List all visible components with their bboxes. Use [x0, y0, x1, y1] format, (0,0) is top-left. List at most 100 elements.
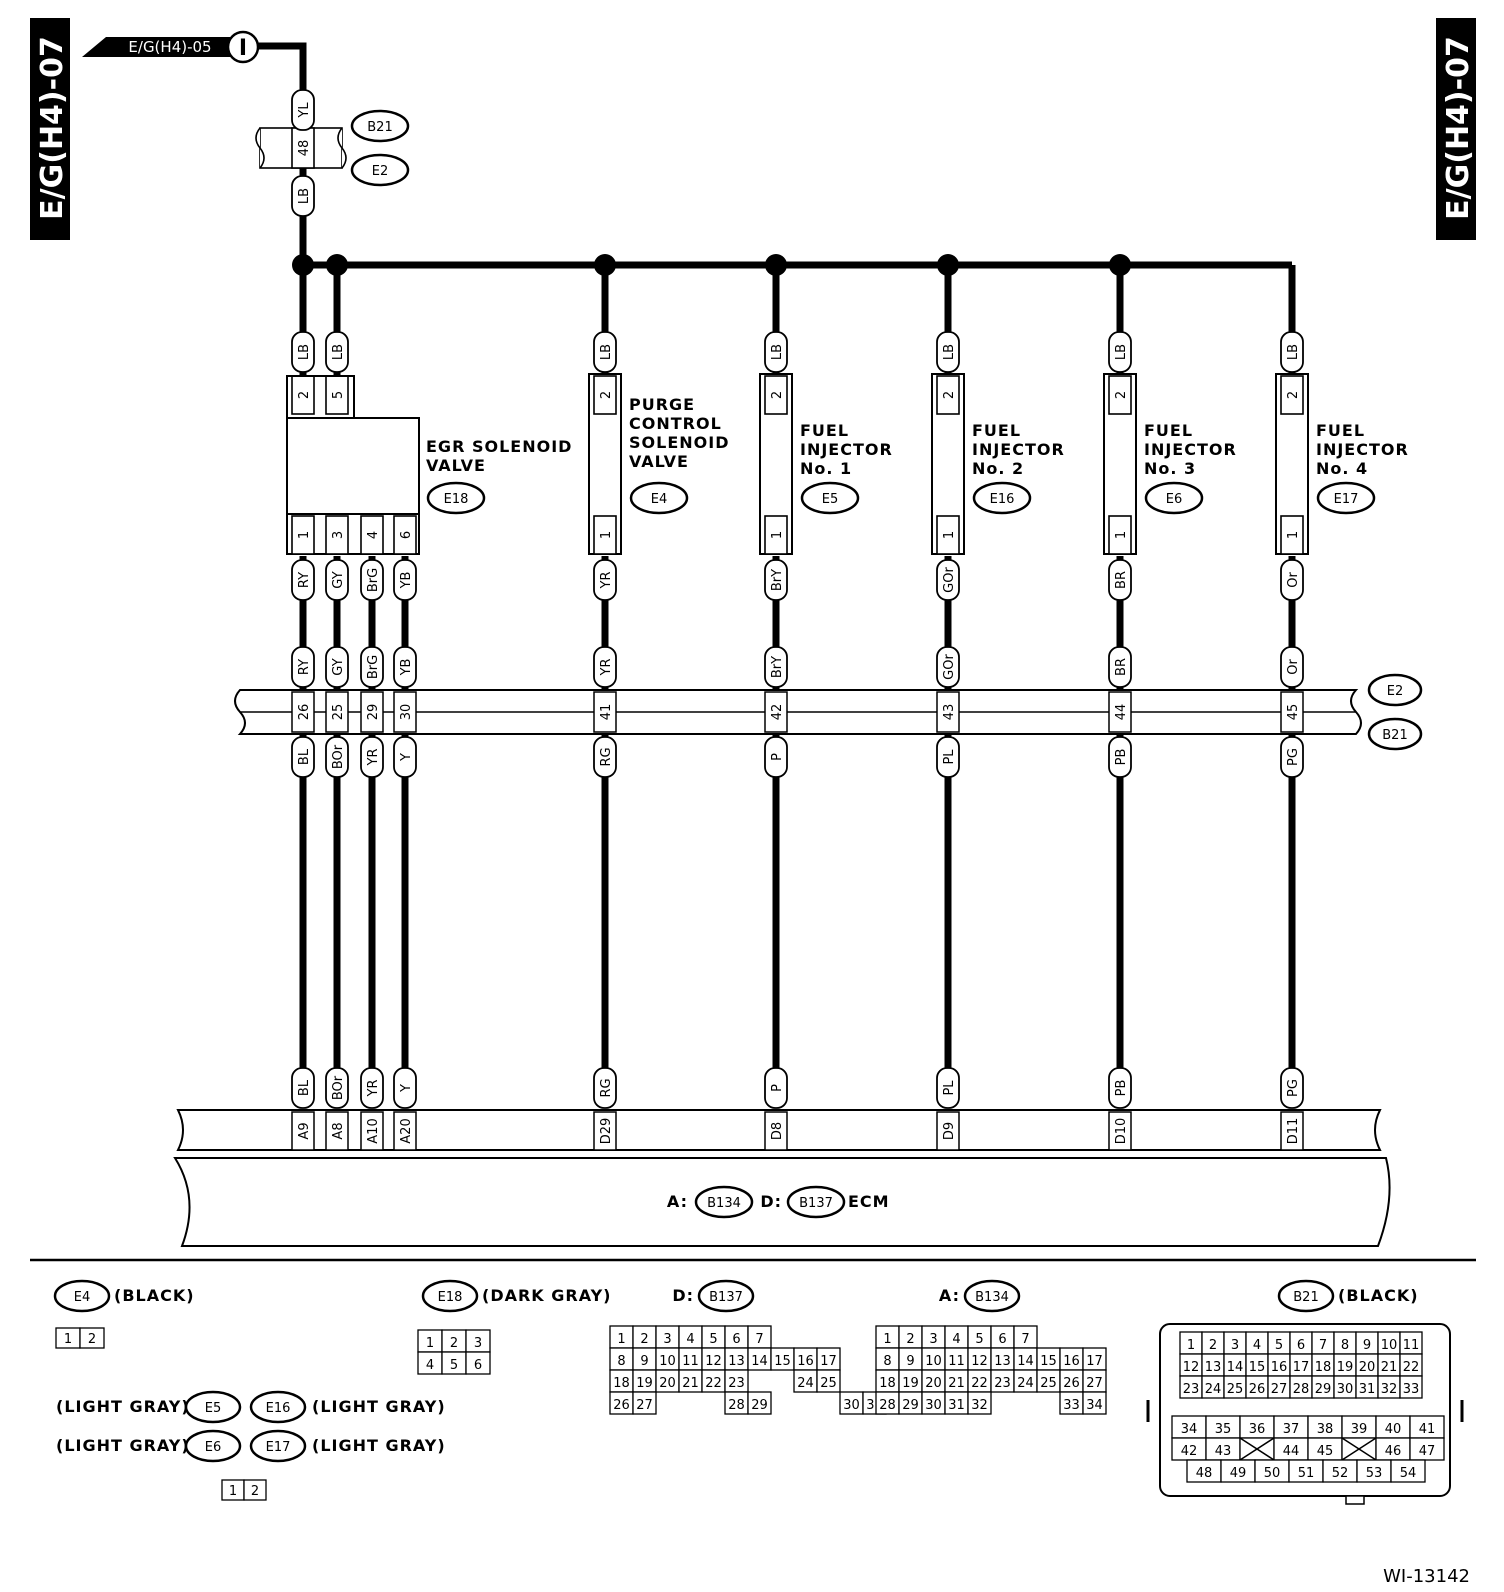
svg-text:43: 43: [1215, 1444, 1232, 1459]
svg-text:2: 2: [906, 1332, 914, 1347]
svg-text:22: 22: [1403, 1360, 1420, 1375]
svg-text:54: 54: [1400, 1466, 1417, 1481]
ecm-pin: A8: [325, 1111, 349, 1151]
svg-text:E6: E6: [205, 1440, 222, 1455]
svg-text:15: 15: [1040, 1354, 1057, 1369]
svg-text:BrY: BrY: [770, 656, 785, 678]
svg-text:47: 47: [1419, 1444, 1436, 1459]
top-pin: 2: [936, 375, 960, 415]
svg-text:5: 5: [1275, 1338, 1283, 1353]
svg-text:5: 5: [975, 1332, 983, 1347]
joint-upper-wire-label: BrY: [764, 646, 788, 688]
svg-text:3: 3: [1231, 1338, 1239, 1353]
joint-pin: 44: [1108, 691, 1132, 733]
svg-text:BrY: BrY: [770, 569, 785, 591]
svg-text:YR: YR: [599, 572, 614, 590]
reference-arrow[interactable]: E/G(H4)-05 I: [82, 30, 260, 64]
svg-text:1: 1: [1286, 531, 1301, 539]
svg-text:11: 11: [682, 1354, 699, 1369]
svg-text:FUEL: FUEL: [1144, 421, 1193, 440]
svg-text:WI-13142: WI-13142: [1383, 1566, 1470, 1587]
device-code-oval: [800, 481, 860, 515]
svg-text:INJECTOR: INJECTOR: [1144, 440, 1237, 459]
device-inj3[interactable]: LB221BRBRPBPBFUELINJECTORNo. 3E6: [1103, 265, 1237, 1109]
svg-text:6: 6: [1297, 1338, 1305, 1353]
svg-text:29: 29: [1315, 1382, 1332, 1397]
svg-text:6: 6: [998, 1332, 1006, 1347]
joint-upper-wire-label: Or: [1280, 646, 1304, 688]
svg-text:1: 1: [426, 1336, 434, 1351]
top-wire-label: LB: [1108, 331, 1132, 373]
device-code-oval: [629, 481, 689, 515]
svg-text:B134: B134: [975, 1290, 1009, 1305]
svg-text:D9: D9: [942, 1122, 957, 1140]
device-wire-label: Or: [1280, 559, 1304, 601]
svg-text:8: 8: [1341, 1338, 1349, 1353]
device-code-oval: [1144, 481, 1204, 515]
svg-text:25: 25: [1040, 1376, 1057, 1391]
svg-text:FUEL: FUEL: [1316, 421, 1365, 440]
svg-text:P: P: [770, 753, 785, 761]
device-wire-label: GY: [325, 559, 349, 601]
device-wire-label: GOr: [936, 559, 960, 601]
svg-text:19: 19: [902, 1376, 919, 1391]
bottom-pin: 1: [1280, 515, 1304, 555]
svg-text:20: 20: [1359, 1360, 1376, 1375]
svg-text:17: 17: [1086, 1354, 1103, 1369]
svg-text:43: 43: [942, 704, 957, 721]
ecm-pin: D10: [1108, 1111, 1132, 1151]
svg-text:27: 27: [1086, 1376, 1103, 1391]
svg-text:4: 4: [426, 1358, 434, 1373]
svg-text:25: 25: [1227, 1382, 1244, 1397]
svg-text:21: 21: [948, 1376, 965, 1391]
top-wire-label: LB: [936, 331, 960, 373]
svg-text:4: 4: [1253, 1338, 1261, 1353]
device-code: E16: [990, 492, 1015, 507]
svg-text:45: 45: [1286, 704, 1301, 721]
svg-text:24: 24: [1205, 1382, 1222, 1397]
svg-text:YL: YL: [297, 102, 312, 119]
svg-text:41: 41: [1419, 1422, 1436, 1437]
svg-text:E4: E4: [74, 1290, 91, 1305]
svg-text:1: 1: [770, 531, 785, 539]
svg-text:31: 31: [1359, 1382, 1376, 1397]
svg-text:29: 29: [902, 1398, 919, 1413]
svg-text:30: 30: [399, 704, 414, 721]
svg-text:B134: B134: [707, 1196, 741, 1211]
device-code: E18: [444, 492, 469, 507]
joint-lower-wire-label: YR: [360, 736, 384, 778]
svg-text:18: 18: [879, 1376, 896, 1391]
device-code: E5: [822, 492, 839, 507]
svg-text:13: 13: [1205, 1360, 1222, 1375]
joint-lower-wire-label: PB: [1108, 736, 1132, 778]
svg-text:7: 7: [755, 1332, 763, 1347]
svg-text:LB: LB: [331, 344, 346, 360]
svg-text:BL: BL: [297, 748, 312, 765]
ecm-wire-label: RG: [593, 1067, 617, 1109]
device-wire-label: BrY: [764, 559, 788, 601]
svg-text:21: 21: [1381, 1360, 1398, 1375]
top-wire-label: LB: [1280, 331, 1304, 373]
svg-text:B21: B21: [367, 120, 392, 135]
device-purge[interactable]: LB221YRYRRGRGPURGECONTROLSOLENOIDVALVEE4: [588, 265, 729, 1109]
svg-text:PG: PG: [1286, 1079, 1301, 1097]
svg-text:29: 29: [366, 704, 381, 721]
ecm-wire-label: PG: [1280, 1067, 1304, 1109]
svg-text:1: 1: [883, 1332, 891, 1347]
svg-text:18: 18: [613, 1376, 630, 1391]
svg-text:LB: LB: [599, 344, 614, 360]
svg-text:9: 9: [640, 1354, 648, 1369]
svg-text:32: 32: [1381, 1382, 1398, 1397]
device-inj1[interactable]: LB221BrYBrYPPFUELINJECTORNo. 1E5: [759, 265, 893, 1109]
svg-text:10: 10: [659, 1354, 676, 1369]
device-egr[interactable]: LB2LB51RYRYBLBL3GYGYBOrBOr4BrGBrGYRYR6YB…: [286, 265, 572, 1109]
svg-text:7: 7: [1319, 1338, 1327, 1353]
